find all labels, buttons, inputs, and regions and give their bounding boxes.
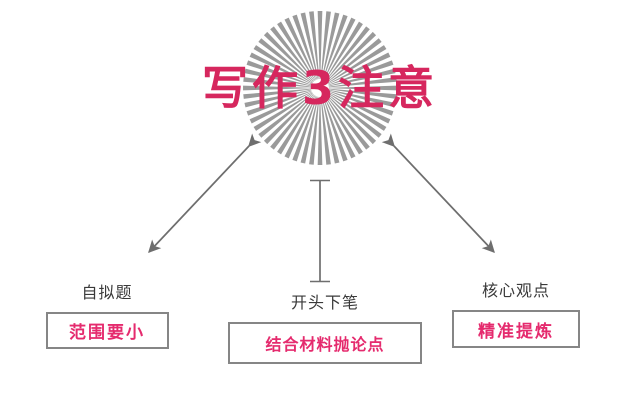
sunburst-ray bbox=[270, 92, 317, 150]
sunburst-ray bbox=[300, 93, 319, 164]
sunburst-ray bbox=[321, 93, 348, 162]
sunburst-ray bbox=[284, 93, 318, 159]
node-box-text: 精准提炼 bbox=[478, 321, 554, 342]
sunburst-ray bbox=[321, 12, 340, 83]
sunburst-ray bbox=[322, 17, 356, 83]
sunburst-ray bbox=[324, 31, 377, 84]
sunburst-ray bbox=[292, 93, 319, 162]
sunburst-ray bbox=[321, 93, 340, 164]
sunburst-ray bbox=[300, 12, 319, 83]
sunburst-ray bbox=[324, 45, 387, 85]
sunburst-ray bbox=[325, 52, 391, 86]
sunburst-ray bbox=[246, 60, 315, 87]
sunburst-ray bbox=[243, 77, 315, 88]
sunburst-ray bbox=[258, 38, 316, 85]
sunburst-ray bbox=[323, 21, 363, 84]
sunburst-ray bbox=[253, 91, 316, 131]
sunburst-ray bbox=[270, 26, 317, 84]
sunburst-ray bbox=[244, 89, 315, 108]
sunburst-ray bbox=[317, 94, 323, 165]
sunburst-ray bbox=[321, 14, 348, 83]
node-box-text: 结合材料抛论点 bbox=[265, 335, 385, 354]
sunburst-ray bbox=[320, 93, 331, 165]
sunburst-ray bbox=[309, 93, 320, 165]
node-self-topic: 自拟题 范围要小 bbox=[27, 283, 187, 349]
sunburst-ray bbox=[244, 68, 315, 87]
sunburst-ray bbox=[243, 88, 315, 99]
node-opening: 开头下笔 结合材料抛论点 bbox=[228, 293, 422, 364]
sunburst-ray bbox=[322, 93, 356, 159]
sunburst-ray bbox=[246, 89, 315, 116]
sunburst-ray bbox=[325, 60, 394, 87]
sunburst-ray bbox=[325, 68, 396, 87]
sunburst-ray bbox=[325, 77, 397, 88]
sunburst-ray bbox=[320, 11, 331, 83]
sunburst-ray bbox=[325, 90, 391, 124]
sunburst-ray bbox=[258, 91, 316, 138]
sunburst-ray bbox=[253, 45, 316, 85]
node-box: 范围要小 bbox=[45, 312, 169, 349]
sunburst-graphic bbox=[242, 10, 398, 166]
sunburst-ray bbox=[324, 91, 387, 131]
sunburst-ray bbox=[323, 26, 370, 84]
sunburst-ray bbox=[263, 31, 316, 84]
sunburst-ray bbox=[277, 92, 317, 155]
node-core-viewpoint: 核心观点 精准提炼 bbox=[432, 281, 600, 348]
sunburst-ray bbox=[325, 89, 396, 108]
sunburst-ray bbox=[249, 90, 315, 124]
sunburst-ray bbox=[243, 85, 314, 91]
sunburst-ray bbox=[284, 17, 318, 83]
sunburst-ray bbox=[325, 89, 394, 116]
sunburst-ray bbox=[263, 92, 316, 145]
sunburst-ray bbox=[326, 85, 397, 91]
sunburst-ray bbox=[249, 52, 315, 86]
sunburst-rays bbox=[243, 11, 397, 165]
node-box-text: 范围要小 bbox=[69, 323, 145, 343]
sunburst-ray bbox=[309, 11, 320, 83]
sunburst-ray bbox=[323, 92, 363, 155]
node-label: 自拟题 bbox=[81, 283, 133, 302]
sunburst-ray bbox=[324, 38, 382, 85]
sunburst-ray bbox=[324, 92, 377, 145]
node-box: 结合材料抛论点 bbox=[228, 322, 422, 364]
node-label: 核心观点 bbox=[481, 281, 550, 300]
sunburst-ray bbox=[324, 91, 382, 138]
sunburst-ray bbox=[292, 14, 319, 83]
node-label: 开头下笔 bbox=[290, 293, 359, 312]
arrow-right bbox=[381, 133, 495, 253]
sunburst-ray bbox=[317, 11, 323, 82]
node-box: 精准提炼 bbox=[452, 310, 580, 348]
sunburst-ray bbox=[325, 88, 397, 99]
arrow-left bbox=[148, 133, 262, 253]
page-title: 写作3注意 bbox=[201, 61, 438, 115]
sunburst-ray bbox=[277, 21, 317, 84]
sunburst-ray bbox=[323, 92, 370, 150]
sunburst-core bbox=[311, 79, 329, 97]
